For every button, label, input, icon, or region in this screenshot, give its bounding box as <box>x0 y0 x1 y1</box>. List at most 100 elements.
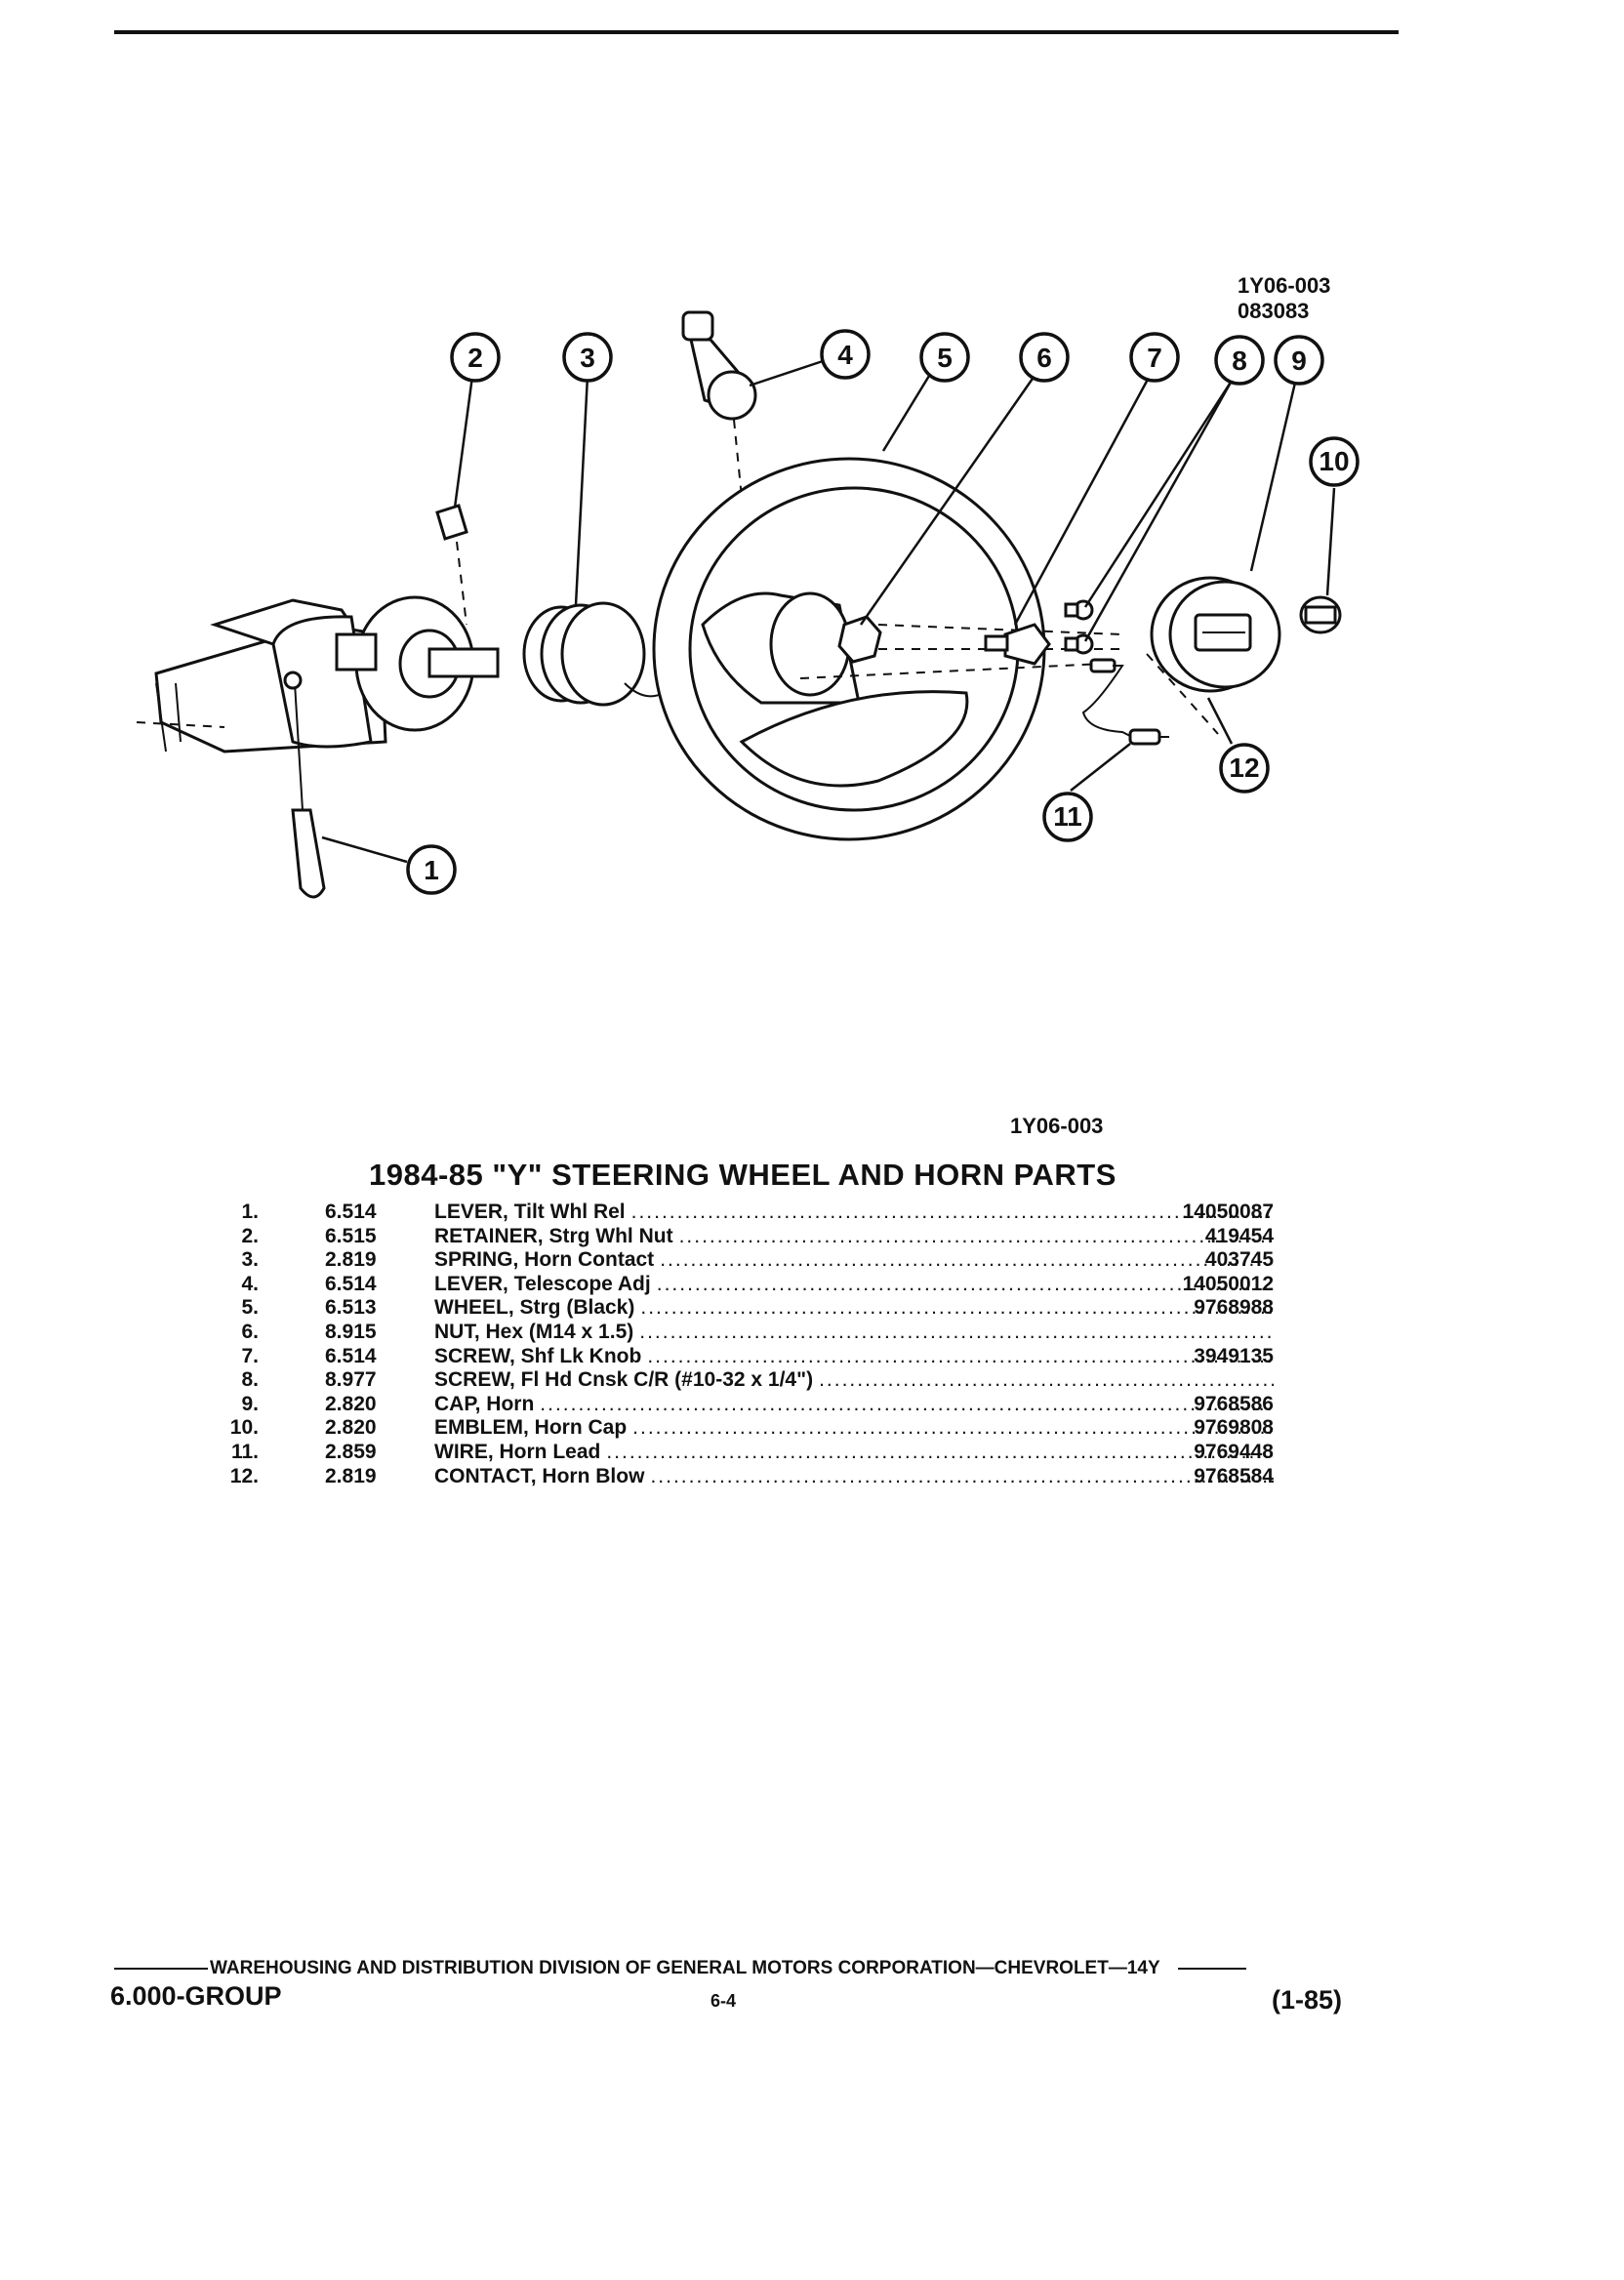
part-description: LEVER, Telescope Adj <box>434 1272 651 1295</box>
leader-dots: ........................................… <box>632 1416 1274 1440</box>
callout-8: 8 <box>1214 335 1265 386</box>
part-number: 403745 <box>1204 1248 1274 1272</box>
flat-head-screws <box>1064 599 1094 655</box>
horn-cap <box>1150 576 1281 693</box>
svg-text:8: 8 <box>1232 346 1247 376</box>
hex-nut <box>837 615 882 664</box>
part-number: 9769448 <box>1194 1440 1274 1463</box>
callout-5: 5 <box>919 332 970 383</box>
callout-6: 6 <box>1019 332 1070 383</box>
svg-text:12: 12 <box>1229 753 1259 783</box>
horn-lead-wire <box>1081 658 1169 746</box>
part-number-index: 5. <box>241 1296 259 1320</box>
part-description: CAP, Horn <box>434 1392 535 1415</box>
part-description-cell: CAP, Horn...............................… <box>434 1393 1274 1417</box>
retainer-nut <box>435 504 468 541</box>
part-description: WIRE, Horn Lead <box>434 1440 601 1463</box>
leader-dots: ........................................… <box>650 1464 1274 1487</box>
steering-wheel-exploded-diagram: 1 2 3 4 5 6 7 8 9 10 11 12 <box>136 310 1360 899</box>
diagram-id-code: 1Y06-003 <box>1238 273 1331 298</box>
table-row: 12. 2.819 9768584 CONTACT, Horn Blow.......… <box>190 1464 1274 1489</box>
callout-11: 11 <box>1042 792 1093 842</box>
part-group-code: 6.515 <box>325 1224 377 1247</box>
part-description-cell: LEVER, Tilt Whl Rel.....................… <box>434 1201 1274 1225</box>
svg-text:6: 6 <box>1036 343 1052 373</box>
svg-text:3: 3 <box>580 343 595 373</box>
part-group-code: 2.859 <box>325 1440 377 1463</box>
part-description-cell: WIRE, Horn Lead.........................… <box>434 1441 1274 1465</box>
leader-dots: ........................................… <box>660 1248 1274 1272</box>
callout-2: 2 <box>450 332 501 383</box>
part-number: 419454 <box>1204 1224 1274 1247</box>
svg-text:2: 2 <box>467 343 483 373</box>
part-number: 14050087 <box>1182 1201 1274 1223</box>
footer-division-line: WAREHOUSING AND DISTRIBUTION DIVISION OF… <box>114 1958 1246 1979</box>
part-group-code: 8.977 <box>325 1368 377 1392</box>
leader-dots: ........................................… <box>678 1224 1274 1247</box>
footer-rule-right <box>1177 1967 1246 1970</box>
svg-text:1: 1 <box>424 855 439 885</box>
part-number-index: 3. <box>241 1248 259 1272</box>
part-number: 9768586 <box>1194 1392 1274 1415</box>
diagram-id-date: 083083 <box>1238 299 1310 323</box>
top-rule <box>114 30 1399 34</box>
callout-12: 12 <box>1219 743 1270 794</box>
leader-dots: ........................................… <box>656 1272 1274 1295</box>
telescope-lever <box>681 310 757 596</box>
part-number: 14050012 <box>1182 1272 1274 1295</box>
leader-dots: ........................................… <box>647 1344 1274 1367</box>
figure-code: 1Y06-003 <box>1010 1114 1104 1138</box>
part-number: 9768988 <box>1194 1296 1274 1320</box>
diagram-id: 1Y06-003 083083 <box>1238 273 1330 324</box>
part-number-index: 6. <box>241 1320 259 1343</box>
part-description-cell: RETAINER, Strg Whl Nut..................… <box>434 1225 1274 1249</box>
part-group-code: 2.819 <box>325 1464 377 1487</box>
svg-text:11: 11 <box>1053 801 1082 832</box>
horn-contact-spring <box>522 601 665 707</box>
svg-text:4: 4 <box>837 340 853 370</box>
part-description: WHEEL, Strg (Black) <box>434 1296 635 1320</box>
footer-date: (1-85) <box>1272 1985 1343 2015</box>
svg-text:10: 10 <box>1319 446 1349 476</box>
part-description-cell: EMBLEM, Horn Cap........................… <box>434 1416 1274 1441</box>
part-description: CONTACT, Horn Blow <box>434 1464 645 1487</box>
part-number-index: 12. <box>229 1464 259 1487</box>
part-number: 9769808 <box>1194 1416 1274 1440</box>
callout-10: 10 <box>1309 436 1360 487</box>
leader-dots: ........................................… <box>606 1440 1274 1463</box>
part-number: 3949135 <box>1194 1344 1274 1367</box>
part-number-index: 11. <box>230 1440 259 1463</box>
steering-column <box>136 595 500 753</box>
part-description-cell: NUT, Hex (M14 x 1.5)....................… <box>434 1321 1274 1345</box>
callout-9: 9 <box>1274 335 1324 386</box>
part-description: SPRING, Horn Contact <box>434 1248 655 1272</box>
part-number-index: 10. <box>229 1416 259 1440</box>
footer-group: 6.000-GROUP <box>110 1981 282 2011</box>
part-group-code: 2.819 <box>325 1248 377 1272</box>
part-group-code: 2.820 <box>325 1416 377 1440</box>
part-description: NUT, Hex (M14 x 1.5) <box>434 1320 634 1343</box>
part-description: SCREW, Shf Lk Knob <box>434 1344 642 1367</box>
part-description-cell: SCREW, Fl Hd Cnsk C/R (#10-32 x 1/4")...… <box>434 1368 1274 1393</box>
leader-dots: ........................................… <box>630 1201 1274 1223</box>
part-number-index: 2. <box>241 1224 259 1247</box>
leader-dots: ........................................… <box>540 1392 1274 1415</box>
part-number-index: 4. <box>241 1272 259 1295</box>
part-group-code: 8.915 <box>325 1320 377 1343</box>
callout-4: 4 <box>820 329 871 380</box>
part-description-cell: LEVER, Telescope Adj....................… <box>434 1273 1274 1297</box>
footer-page-number: 6-4 <box>710 1991 737 2011</box>
part-group-code: 2.820 <box>325 1392 377 1415</box>
svg-text:5: 5 <box>937 343 953 373</box>
part-group-code: 6.514 <box>325 1272 377 1295</box>
part-number: 9768584 <box>1194 1464 1274 1487</box>
shaft-lock-knob-screw <box>984 623 1051 666</box>
part-number-index: 7. <box>241 1344 259 1367</box>
part-group-code: 6.513 <box>325 1296 377 1320</box>
